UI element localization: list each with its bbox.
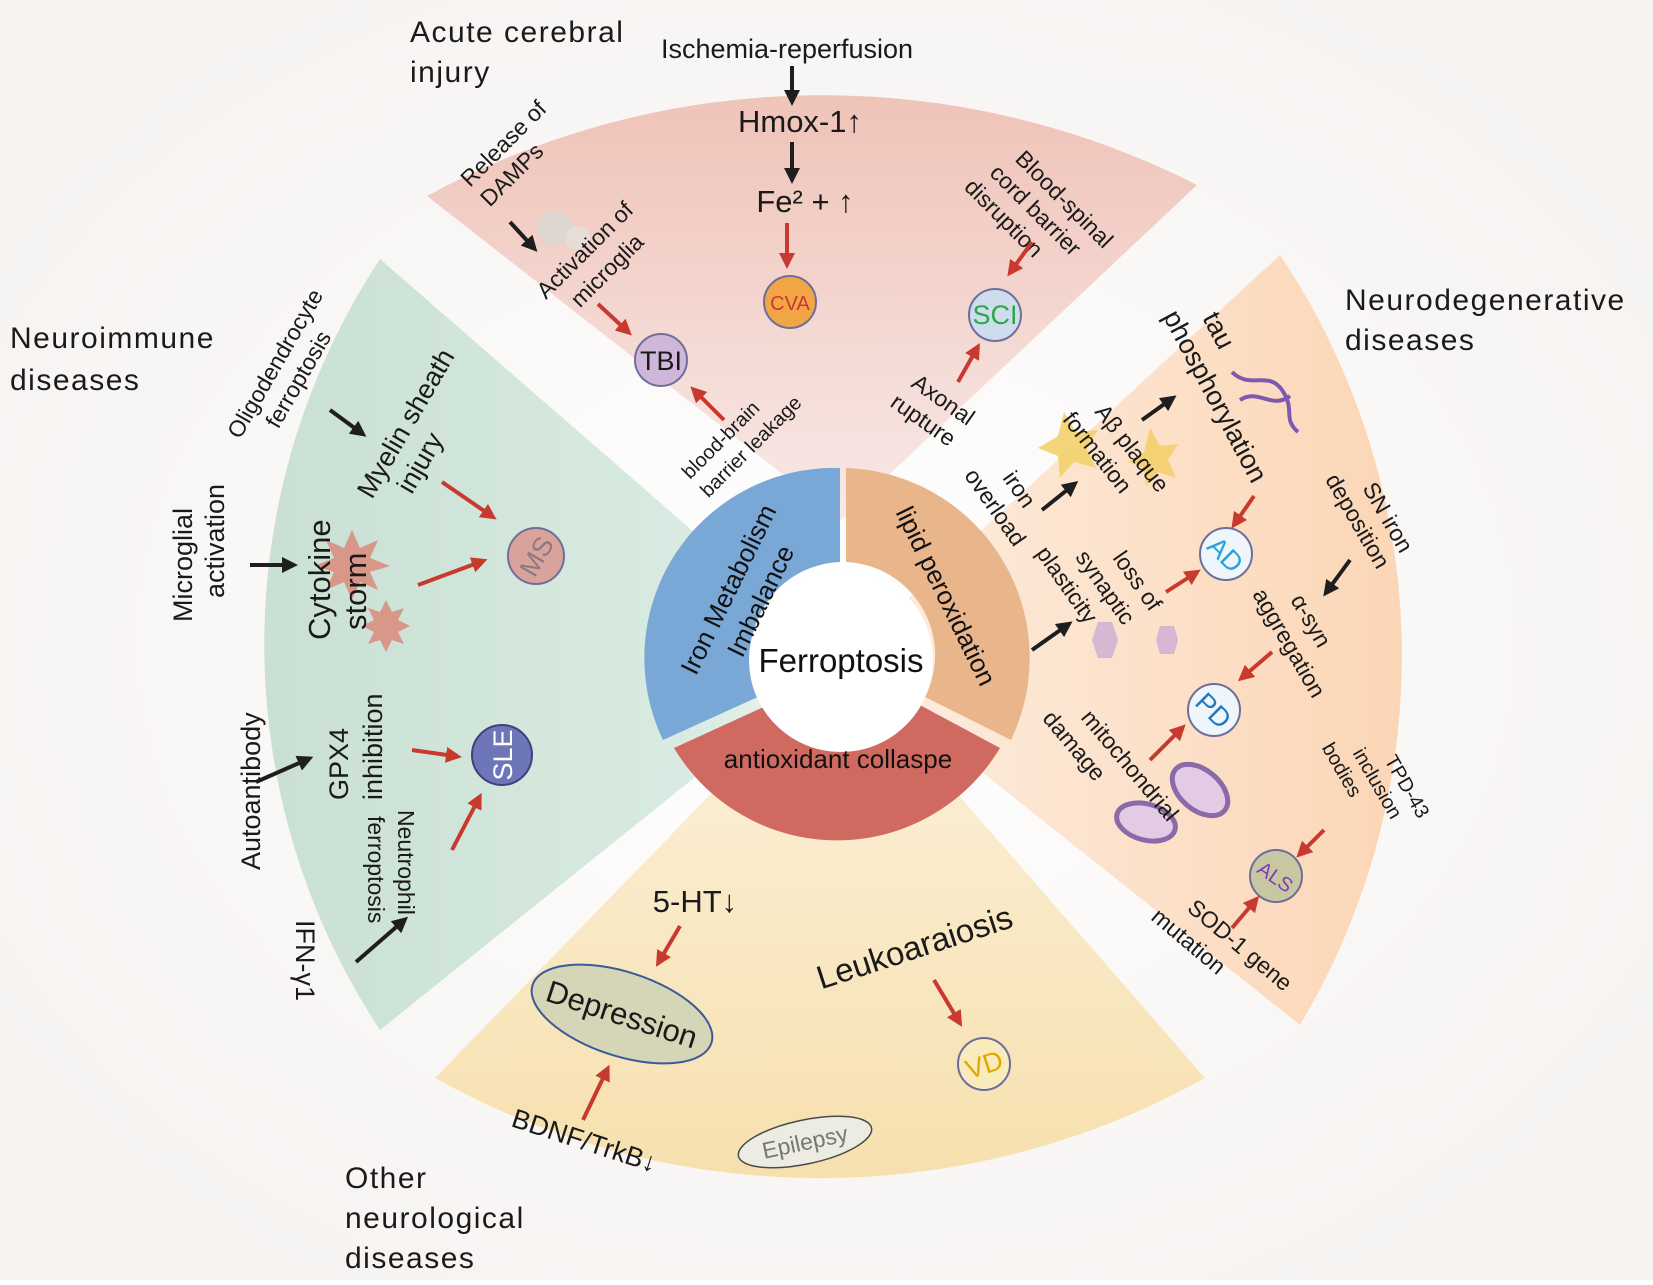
hmox-label: Hmox-1↑ xyxy=(738,104,862,139)
tbi-label: TBI xyxy=(640,346,682,376)
epilepsy-node xyxy=(737,1115,873,1169)
iron-metabolism-segment xyxy=(644,467,840,740)
neurodegenerative-title: Neurodegenerative diseases xyxy=(1345,284,1636,357)
neutrophil-ferroptosis-label: Neutrophil ferroptosis xyxy=(363,810,419,923)
arrow-asyn-pd xyxy=(1237,650,1274,682)
ferroptosis-label: Ferroptosis xyxy=(758,642,923,679)
antioxidant-collapse-label: antioxidant collaspe xyxy=(724,744,952,774)
arrow-activation-tbi xyxy=(596,302,632,336)
arrow-axonal-sci xyxy=(956,343,980,383)
als-node xyxy=(1249,849,1303,903)
abeta-plaque-icon xyxy=(1038,412,1098,478)
synapse-icon xyxy=(1092,622,1178,658)
neuroimmune-title: Neuroimmune diseases xyxy=(10,322,225,397)
arrow-cytokine-ms xyxy=(417,557,488,587)
neurodegenerative-wedge xyxy=(841,255,1402,1025)
ms-node xyxy=(507,527,565,585)
neuroimmune-wedge xyxy=(264,259,842,1030)
arrow-sn-asyn xyxy=(1323,558,1352,597)
tbi-node xyxy=(634,333,688,387)
ferroptosis-core xyxy=(749,568,933,752)
damps-cell-icon xyxy=(537,210,573,246)
ischemia-label: Ischemia-reperfusion xyxy=(661,34,913,64)
arrow-bdnf-depression xyxy=(581,1064,610,1121)
arrow-iron-abeta xyxy=(1040,481,1079,512)
cytokine-burst-icon-2 xyxy=(362,600,410,652)
depression-node xyxy=(530,963,714,1065)
arrow-ifn-neutrophil xyxy=(354,916,409,964)
sle-label: SLE xyxy=(488,729,518,780)
arrow-oligo-myelin xyxy=(328,408,367,437)
pd-node xyxy=(1187,683,1241,737)
damps-cell-icon-2 xyxy=(566,226,590,250)
central-ring: Ferroptosis Iron Metabolism Imbalance li… xyxy=(644,467,1030,841)
ifn-label: IFN-γ1 xyxy=(290,920,320,1001)
sci-node xyxy=(968,288,1022,342)
sle-node xyxy=(471,724,533,786)
arrow-damps-activation xyxy=(508,220,538,252)
autoantibody-label: Autoantibody xyxy=(236,712,266,870)
arrow-tau-ad xyxy=(1231,494,1256,529)
arrow-iron-synaptic xyxy=(1030,621,1073,652)
arrow-gpx4-sle xyxy=(411,746,462,763)
sci-label: SCI xyxy=(972,300,1017,330)
cva-node xyxy=(763,275,817,329)
gpx4-label: GPX4 inhibition xyxy=(324,693,388,800)
cytokine-burst-icon xyxy=(314,530,390,600)
arrow-abeta-tau xyxy=(1140,395,1177,422)
ad-node xyxy=(1199,527,1253,581)
arrow-bscb-sci xyxy=(1007,240,1034,277)
arrow-myelin-ms xyxy=(440,480,497,520)
antioxidant-collapse-segment xyxy=(674,704,1000,841)
arrow-synaptic-ad xyxy=(1164,569,1201,594)
fe-label: Fe² + ↑ xyxy=(756,184,853,219)
tau-helix-icon xyxy=(1230,370,1300,434)
arrow-bbb-tbi xyxy=(690,386,726,422)
vd-node xyxy=(957,1037,1011,1091)
other-title: Other neurological diseases xyxy=(345,1162,535,1275)
cytokine-storm-label: Cytokine storm xyxy=(302,511,373,640)
cva-label: CVA xyxy=(770,293,810,315)
arrow-neutrophil-sle xyxy=(450,792,482,851)
abeta-plaque-icon-2 xyxy=(1128,428,1178,486)
arrow-sod-als xyxy=(1230,895,1260,930)
lipid-peroxidation-segment xyxy=(846,468,1030,740)
arrow-tpd-als xyxy=(1296,828,1326,858)
mitochondria-icon xyxy=(1169,761,1231,819)
arrow-autoantibody-gpx4 xyxy=(255,755,314,784)
arrow-leuko-vd xyxy=(932,978,963,1027)
arrow-mito-pd xyxy=(1148,724,1186,762)
acute-title: Acute cerebral injury xyxy=(410,16,634,89)
arrow-5ht-depression xyxy=(655,924,682,967)
mitochondria-icon-2 xyxy=(1114,800,1178,844)
5ht-label: 5-HT↓ xyxy=(653,884,737,919)
microglial-activation-label: Microglial activation xyxy=(168,484,230,622)
